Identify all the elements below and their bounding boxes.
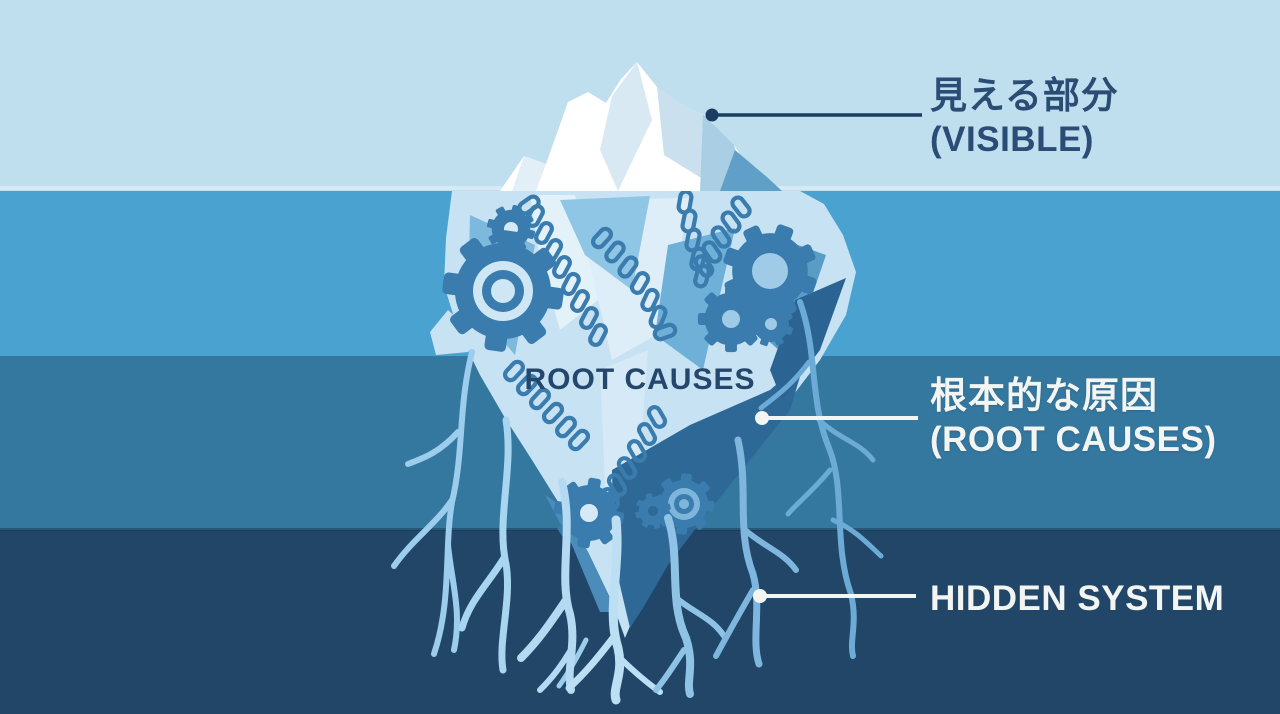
roots-icon: [391, 299, 884, 705]
iceberg-visible-tip: [500, 62, 782, 191]
label-root-causes-en: (ROOT CAUSES): [930, 420, 1217, 459]
connector-visible: [705, 108, 922, 122]
label-root-causes: 根本的な原因 (ROOT CAUSES): [930, 374, 1217, 462]
iceberg-caption-root-causes: ROOT CAUSES: [524, 363, 756, 396]
label-root-causes-ja: 根本的な原因: [930, 375, 1158, 416]
gear-icon: [434, 199, 831, 554]
label-hidden-system: HIDDEN SYSTEM: [930, 579, 1225, 618]
connector-root-causes: [755, 411, 918, 425]
label-visible-en: (VISIBLE): [930, 120, 1094, 159]
label-visible: 見える部分 (VISIBLE): [930, 74, 1119, 162]
connector-hidden-system: [753, 589, 916, 603]
label-visible-ja: 見える部分: [930, 75, 1119, 116]
